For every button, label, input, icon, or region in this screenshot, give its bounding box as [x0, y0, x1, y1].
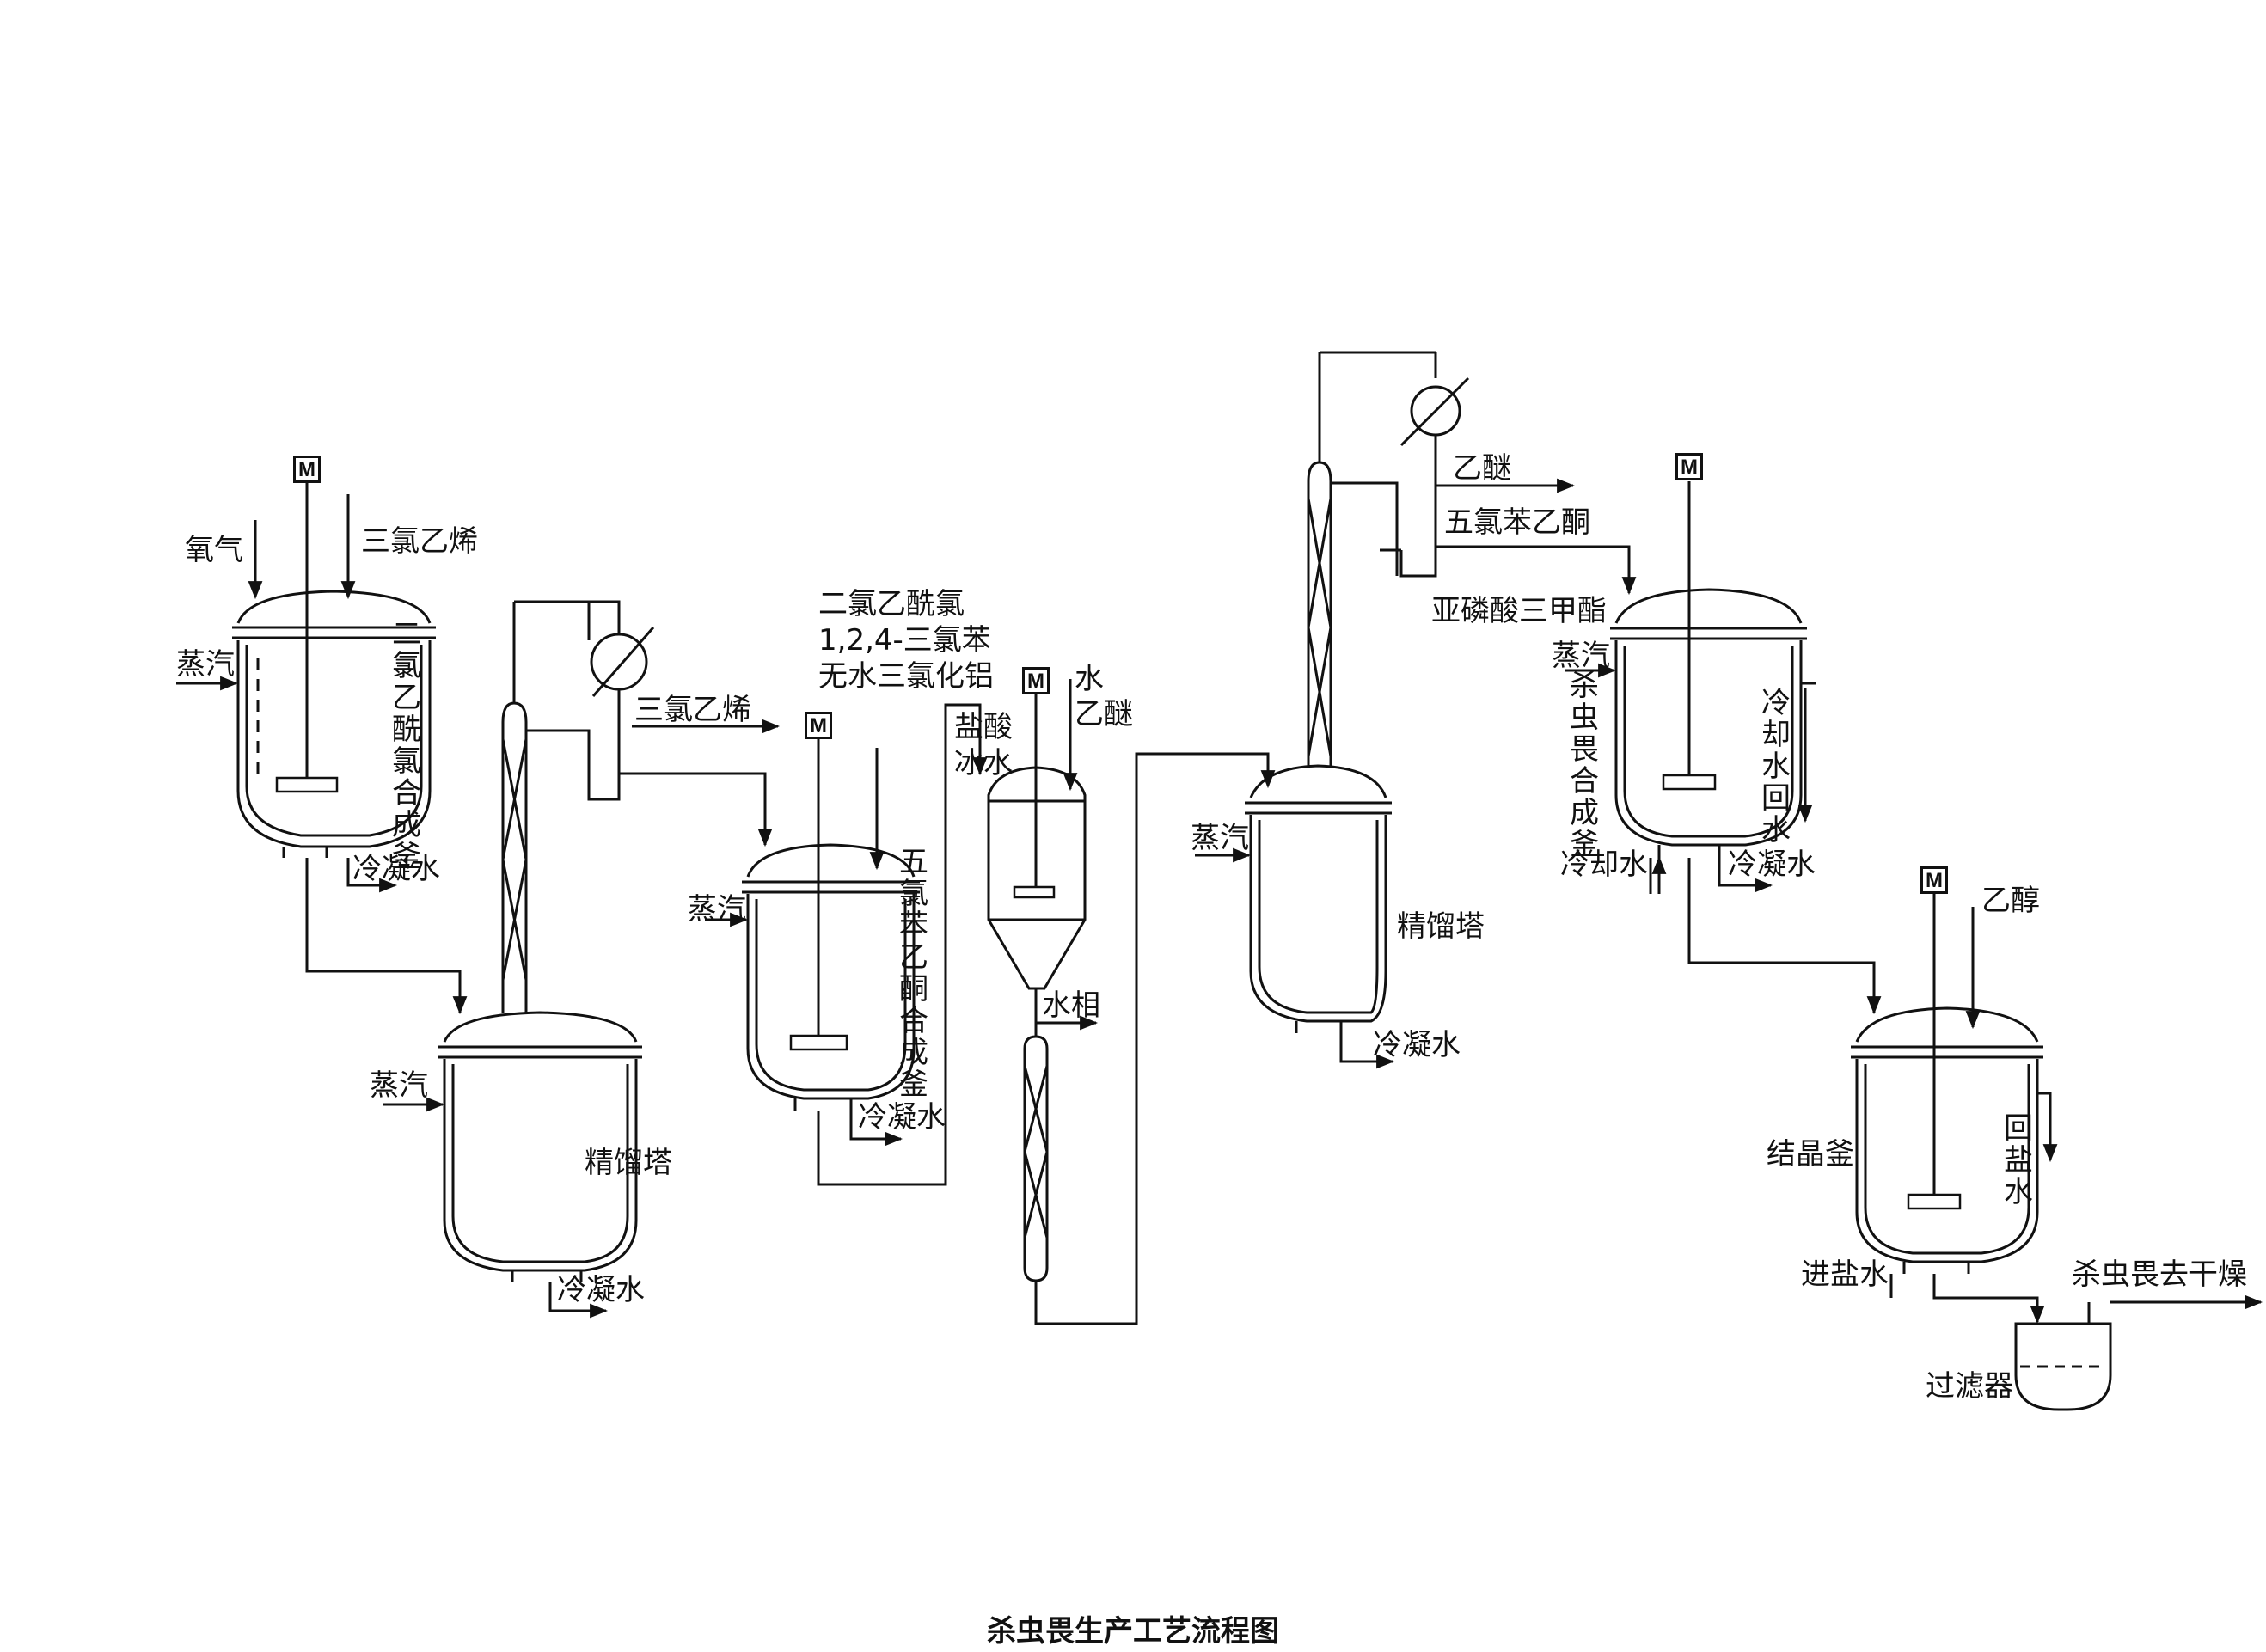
separator-water-label: 水 [1075, 662, 1104, 696]
reactor1-steam-label: 蒸汽 [176, 647, 235, 682]
reactor2-vessel [742, 739, 920, 1111]
reactor2-feed-2-label: 1,2,4-三氯苯 [818, 623, 991, 658]
column1-steam-label: 蒸汽 [370, 1068, 428, 1103]
reactor1-vessel [232, 481, 436, 858]
separator-vessel [987, 694, 1087, 1282]
column2-product-label: 五氯苯乙酮 [1444, 505, 1590, 540]
reactor3-steam-label: 蒸汽 [1552, 639, 1610, 673]
column1-recycle-label: 三氯乙烯 [634, 693, 751, 727]
column1-vessel [438, 600, 655, 1282]
reactor3-motor-icon: M [1675, 453, 1703, 480]
reactor2-name-label: 五氯苯乙酮合成釜 [899, 845, 928, 1102]
reactor3-vessel [1610, 481, 1816, 858]
reactor3-condensate-label: 冷凝水 [1728, 847, 1816, 882]
crystallizer-name-label: 结晶釜 [1767, 1137, 1854, 1172]
column2-steam-label: 蒸汽 [1191, 821, 1249, 855]
crystallizer-brine-return-label: 回盐水 [2004, 1111, 2033, 1209]
column1-condensate-label: 冷凝水 [557, 1273, 645, 1307]
column2-vessel [1245, 351, 1470, 1033]
crystallizer-vessel [1851, 894, 2043, 1274]
crystallizer-ethanol-label: 乙醇 [1981, 884, 2040, 918]
reactor2-feed-3-label: 无水三氯化铝 [818, 659, 994, 694]
reactor3-cooling-return-label: 冷却水回水 [1761, 686, 1791, 847]
separator-acid-label: 盐酸 [954, 710, 1013, 744]
reactor3-cooling-label: 冷却水 [1560, 847, 1648, 882]
crystallizer-motor-icon: M [1920, 866, 1948, 894]
reactor2-motor-icon: M [805, 712, 832, 739]
reactor1-feed-label: 三氯乙烯 [361, 524, 478, 559]
reactor2-feed-1-label: 二氯乙酰氯 [818, 587, 965, 621]
process-piping [305, 545, 2263, 1325]
separator-ether-label: 乙醚 [1075, 697, 1133, 731]
column1-name-label: 精馏塔 [585, 1146, 672, 1180]
reactor1-name-label: 二氯乙酰氯合成釜 [392, 617, 421, 874]
column2-ether-label: 乙醚 [1453, 451, 1511, 486]
reactor1-condensate-label: 冷凝水 [352, 852, 440, 886]
reactor1-motor-icon: M [293, 456, 321, 483]
reactor3-feed-label: 亚磷酸三甲酯 [1431, 594, 1607, 628]
crystallizer-product-label: 杀虫畏去干燥 [2072, 1257, 2247, 1292]
separator-icewater-label: 冰水 [954, 746, 1013, 780]
filter-vessel [2014, 1322, 2112, 1411]
crystallizer-brine-label: 进盐水 [1801, 1257, 1889, 1292]
reactor2-condensate-label: 冷凝水 [858, 1100, 946, 1135]
reactor2-steam-label: 蒸汽 [688, 892, 746, 927]
column2-name-label: 精馏塔 [1397, 909, 1485, 944]
diagram-caption: 杀虫畏生产工艺流程图 [987, 1614, 1279, 1649]
reactor3-name-label: 杀虫畏合成釜 [1570, 669, 1599, 862]
separator-aqueous-label: 水相 [1042, 988, 1100, 1023]
filter-name-label: 过滤器 [1926, 1369, 2013, 1404]
column2-condensate-label: 冷凝水 [1373, 1028, 1461, 1062]
reactor1-oxygen-label: 氧气 [185, 533, 243, 567]
separator-motor-icon: M [1022, 667, 1050, 694]
utility-arrows [176, 478, 2058, 1319]
